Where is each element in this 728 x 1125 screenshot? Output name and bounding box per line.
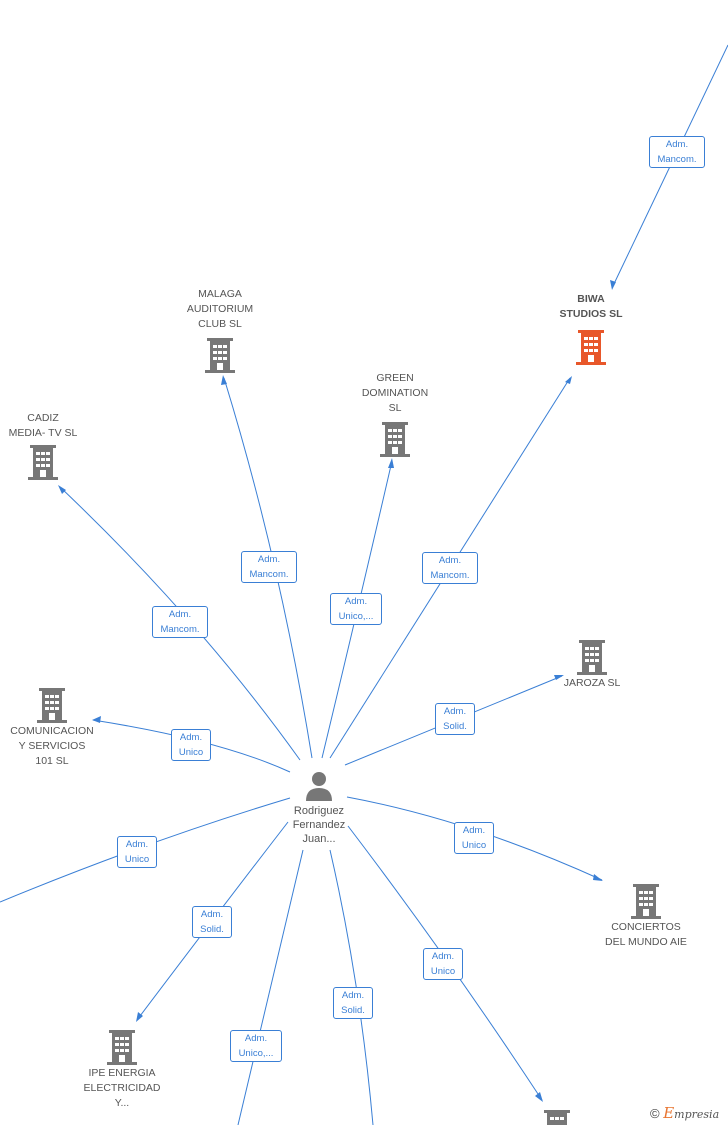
role-badge-conciertos[interactable]: Adm. Unico <box>454 822 494 854</box>
company-node-jaroza[interactable]: JAROZA SL <box>552 638 632 691</box>
building-icon <box>205 338 235 373</box>
building-icon <box>577 640 607 675</box>
building-icon <box>544 1110 570 1125</box>
role-badge-bottom-solid[interactable]: Adm. Solid. <box>333 987 373 1019</box>
company-label: IPE ENERGIA ELECTRICIDAD Y... <box>83 1067 161 1109</box>
role-badge-malaga[interactable]: Adm. Mancom. <box>241 551 297 583</box>
role-badge-green[interactable]: Adm. Unico,... <box>330 593 382 625</box>
arrow-bottomright <box>535 1092 543 1102</box>
brand-name: mpresia <box>674 1108 720 1121</box>
building-icon <box>380 422 410 457</box>
brand-initial: E <box>663 1104 675 1122</box>
role-badge-ipe[interactable]: Adm. Solid. <box>192 906 232 938</box>
building-icon <box>631 884 661 919</box>
company-label: JAROZA SL <box>563 677 621 689</box>
person-node-center[interactable]: Rodriguez Fernandez Juan... <box>278 770 360 846</box>
edge-center-bottom-unico <box>237 849 304 1125</box>
company-node-cadiz[interactable]: CADIZ MEDIA- TV SL <box>0 411 86 481</box>
edges <box>0 44 728 1125</box>
arrow-ipe <box>136 1012 143 1022</box>
company-label: MALAGA AUDITORIUM CLUB SL <box>186 288 254 330</box>
arrow-cadiz <box>58 485 66 494</box>
role-badge-biwa[interactable]: Adm. Mancom. <box>422 552 478 584</box>
role-badge-comunicacion[interactable]: Adm. Unico <box>171 729 211 761</box>
company-label: CADIZ MEDIA- TV SL <box>8 412 78 439</box>
role-badge-jaroza[interactable]: Adm. Solid. <box>435 703 475 735</box>
person-icon <box>306 772 332 801</box>
building-icon <box>37 688 67 723</box>
person-label: Rodriguez Fernandez Juan... <box>292 805 346 845</box>
arrow-comunicacion <box>92 716 101 723</box>
company-node-malaga[interactable]: MALAGA AUDITORIUM CLUB SL <box>174 287 266 374</box>
arrow-biwa-top <box>610 280 616 290</box>
company-node-conciertos[interactable]: CONCIERTOS DEL MUNDO AIE <box>596 882 696 950</box>
company-label: CONCIERTOS DEL MUNDO AIE <box>605 921 687 948</box>
company-label: COMUNICACION Y SERVICIOS 101 SL <box>10 725 94 767</box>
role-badge-left[interactable]: Adm. Unico <box>117 836 157 868</box>
company-node-green[interactable]: GREEN DOMINATION SL <box>350 371 440 458</box>
arrow-green <box>388 458 394 468</box>
arrow-malaga <box>221 375 227 385</box>
copyright-icon: © <box>650 1106 660 1121</box>
role-badge-bottom-unico[interactable]: Adm. Unico,... <box>230 1030 282 1062</box>
company-node-comunicacion[interactable]: COMUNICACION Y SERVICIOS 101 SL <box>2 686 102 769</box>
arrow-conciertos <box>593 874 603 881</box>
company-node-ipe[interactable]: IPE ENERGIA ELECTRICIDAD Y... <box>72 1028 172 1111</box>
company-node-biwa[interactable]: BIWA STUDIOS SL <box>546 292 636 366</box>
role-badge-cadiz[interactable]: Adm. Mancom. <box>152 606 208 638</box>
building-icon <box>107 1030 137 1065</box>
company-label: BIWA STUDIOS SL <box>559 293 623 320</box>
building-icon <box>28 445 58 480</box>
role-badge-bottomright[interactable]: Adm. Unico <box>423 948 463 980</box>
building-icon <box>576 330 606 365</box>
copyright-logo: © Empresia <box>650 1104 719 1122</box>
company-node-bottomright[interactable] <box>540 1108 574 1125</box>
arrow-biwa <box>565 376 572 384</box>
edge-center-bottom-solid <box>329 849 374 1125</box>
arrow-jaroza <box>554 675 564 680</box>
company-label: GREEN DOMINATION SL <box>361 372 429 414</box>
role-badge-top[interactable]: Adm. Mancom. <box>649 136 705 168</box>
